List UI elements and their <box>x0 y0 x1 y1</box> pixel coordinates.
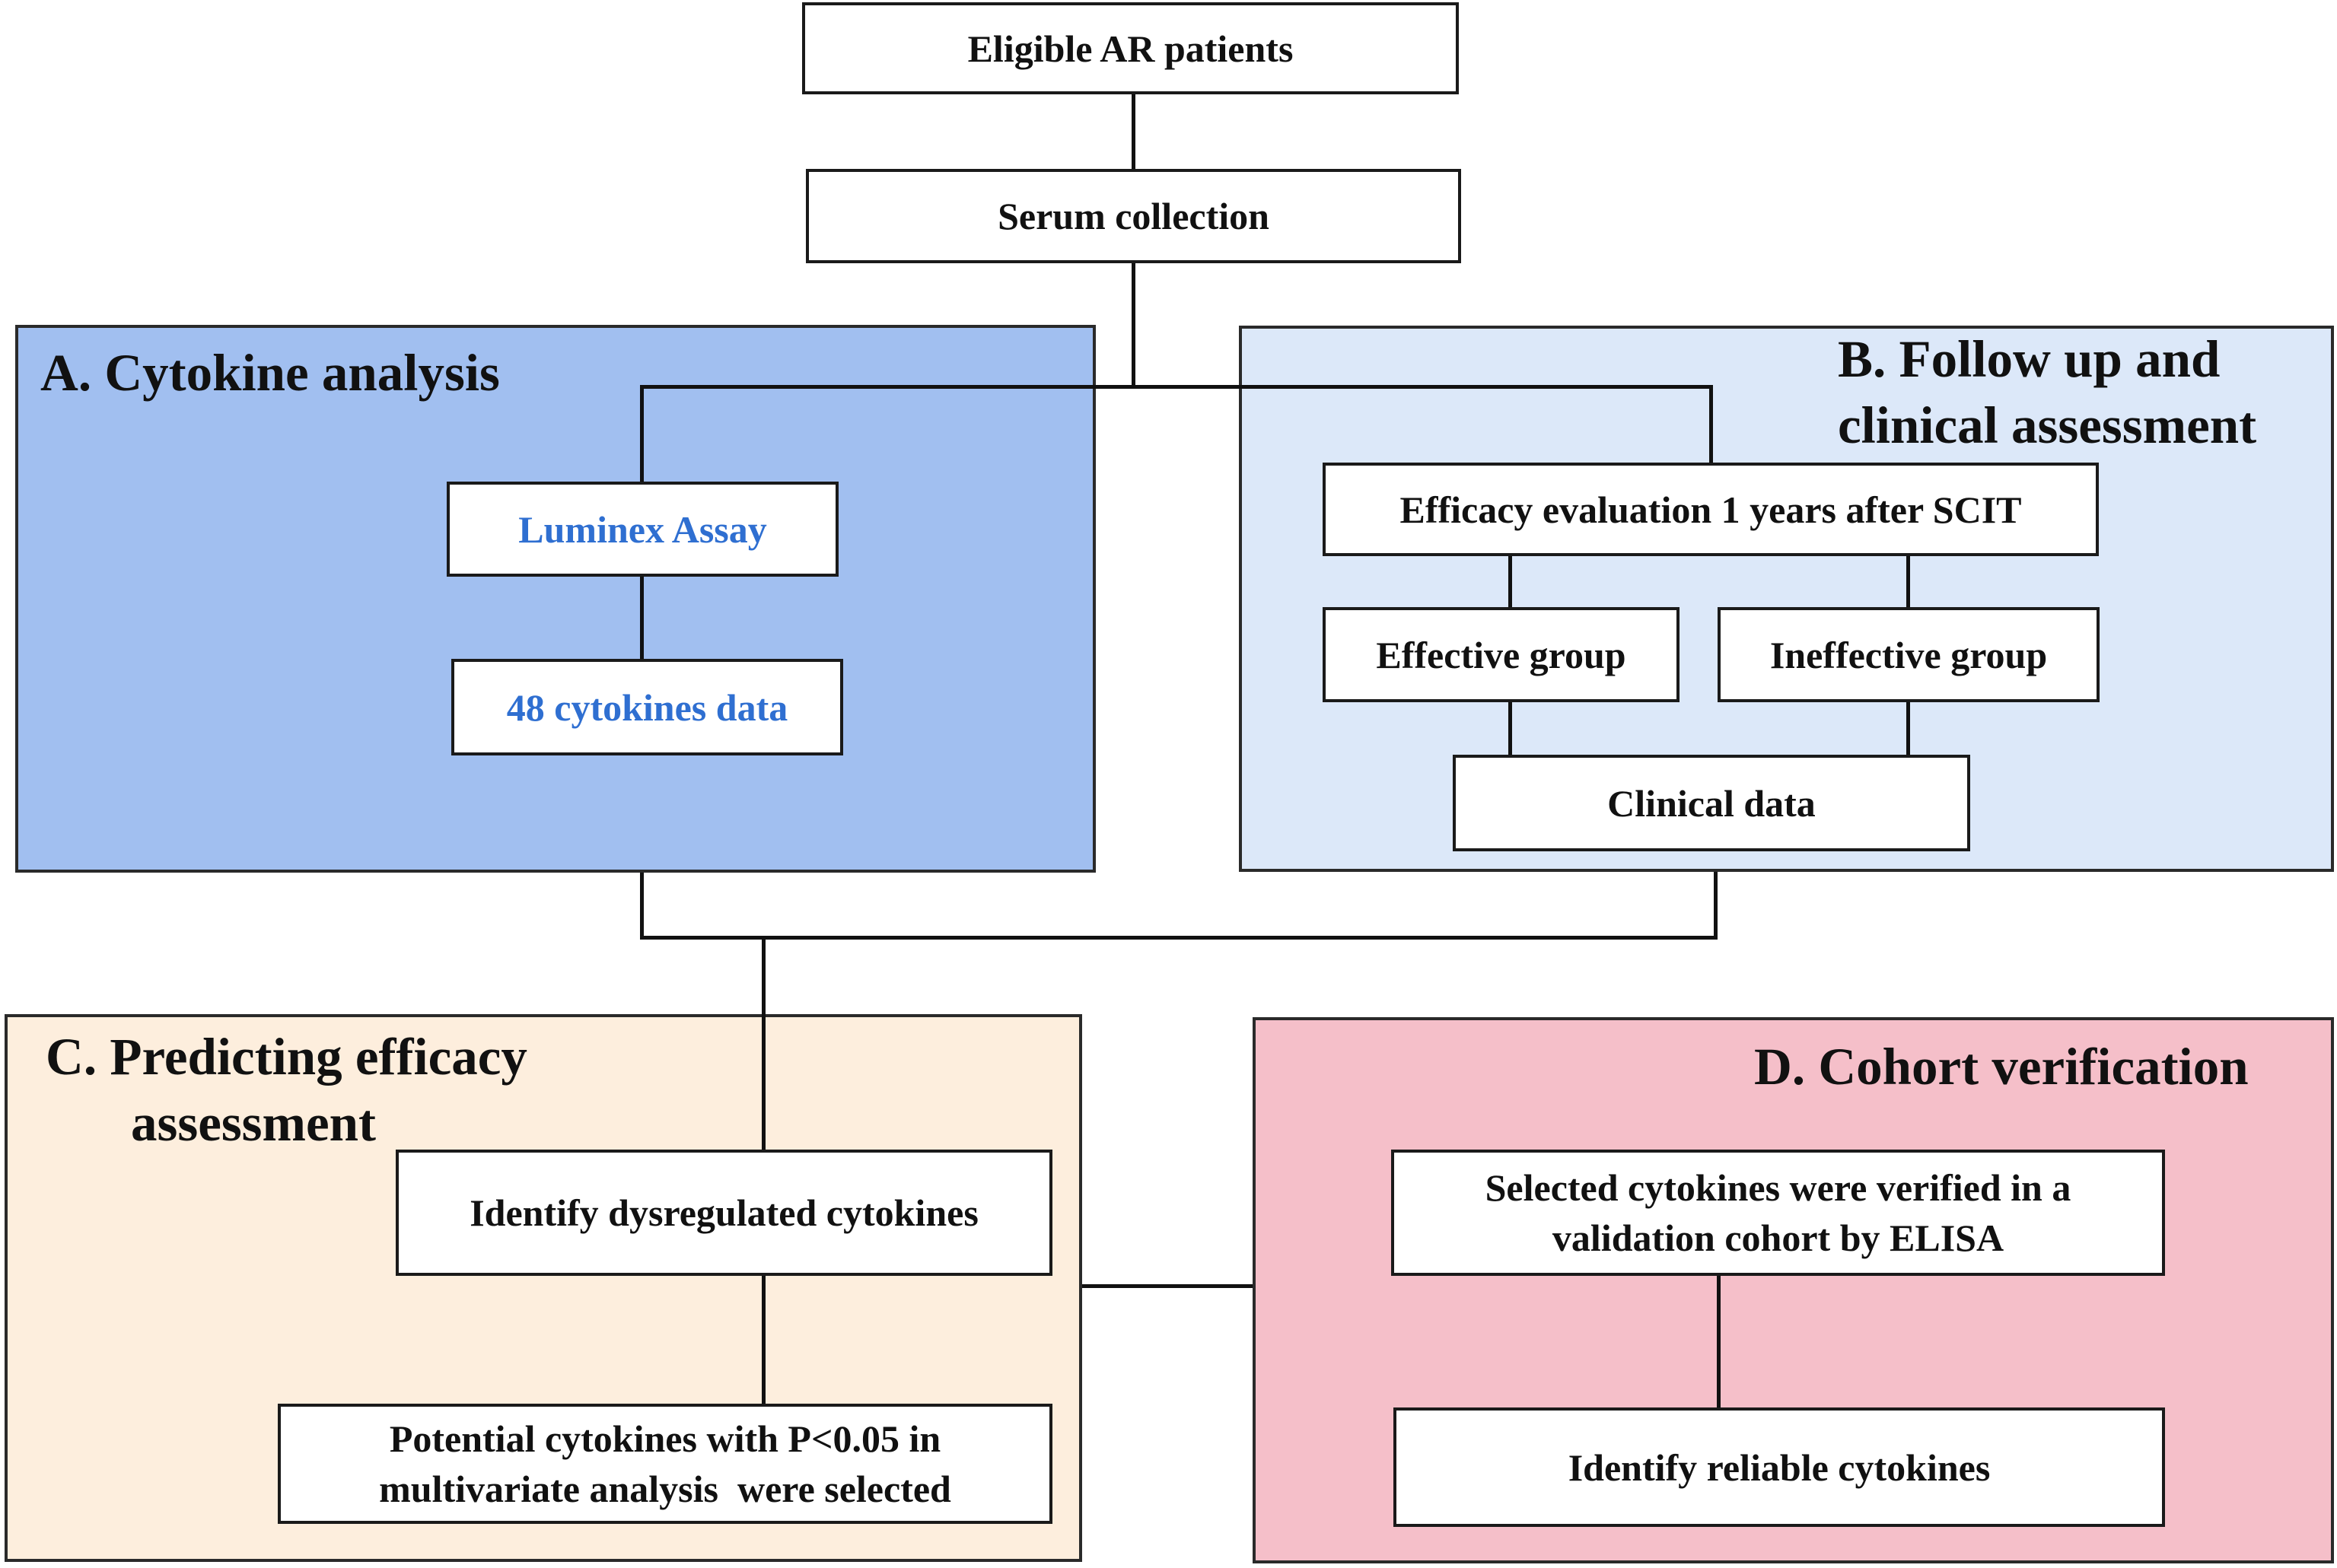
connector-luminex-48 <box>640 575 644 660</box>
efficacy-evaluation-box: Efficacy evaluation 1 years after SCIT <box>1323 463 2099 556</box>
panel-a-cytokine-analysis <box>15 325 1096 873</box>
panel-d-title: D. Cohort verification <box>1754 1038 2249 1096</box>
reliable-cytokines-label: Identify reliable cytokines <box>1568 1446 1991 1489</box>
luminex-assay-label: Luminex Assay <box>518 507 767 551</box>
eligible-patients-label: Eligible AR patients <box>967 27 1294 70</box>
connector-panel-a-down <box>640 873 644 940</box>
selected-cytokines-line2: validation cohort by ELISA <box>1552 1217 2004 1259</box>
luminex-assay-box: Luminex Assay <box>447 482 839 577</box>
ineffective-group-label: Ineffective group <box>1769 633 2048 676</box>
connector-merge-ab <box>640 936 1718 940</box>
panel-c-title-line1: C. Predicting efficacy <box>46 1028 527 1086</box>
connector-effective-clinical <box>1508 700 1512 757</box>
effective-group-label: Effective group <box>1376 633 1626 676</box>
reliable-cytokines-box: Identify reliable cytokines <box>1393 1407 2165 1527</box>
panel-a-title: A. Cytokine analysis <box>40 344 500 402</box>
connector-c-to-d <box>1082 1284 1253 1288</box>
connector-selected-reliable <box>1717 1274 1721 1409</box>
serum-collection-box: Serum collection <box>806 169 1461 263</box>
connector-top-split <box>640 385 1713 389</box>
ineffective-group-box: Ineffective group <box>1718 607 2100 702</box>
panel-b-title-line2: clinical assessment <box>1838 396 2257 454</box>
connector-to-luminex <box>640 385 644 484</box>
cytokines-48-label: 48 cytokines data <box>506 685 788 729</box>
clinical-data-label: Clinical data <box>1607 781 1816 825</box>
identify-dysregulated-box: Identify dysregulated cytokines <box>396 1150 1052 1276</box>
connector-panel-b-down <box>1714 872 1718 940</box>
serum-collection-label: Serum collection <box>998 195 1269 237</box>
connector-eligible-serum <box>1132 93 1135 170</box>
connector-identify-potential <box>762 1274 766 1406</box>
identify-dysregulated-label: Identify dysregulated cytokines <box>470 1191 979 1234</box>
clinical-data-box: Clinical data <box>1453 755 1970 851</box>
effective-group-box: Effective group <box>1323 607 1680 702</box>
potential-cytokines-line2: multivariate analysis were selected <box>379 1468 951 1510</box>
selected-cytokines-line1: Selected cytokines were verified in a <box>1485 1166 2071 1209</box>
connector-efficacy-effective <box>1508 554 1512 609</box>
cytokines-48-box: 48 cytokines data <box>451 659 843 755</box>
connector-ineffective-clinical <box>1906 700 1910 757</box>
connector-to-efficacy <box>1709 385 1713 465</box>
connector-serum-split <box>1132 261 1135 388</box>
eligible-patients-box: Eligible AR patients <box>802 2 1459 94</box>
panel-c-title-line2: assessment <box>131 1094 376 1152</box>
potential-cytokines-line1: Potential cytokines with P<0.05 in <box>389 1417 941 1460</box>
connector-efficacy-ineffective <box>1906 554 1910 609</box>
potential-cytokines-box: Potential cytokines with P<0.05 in multi… <box>278 1404 1052 1524</box>
connector-merge-to-identify <box>762 936 766 1152</box>
panel-b-title-line1: B. Follow up and <box>1838 330 2221 388</box>
selected-cytokines-box: Selected cytokines were verified in a va… <box>1391 1150 2165 1276</box>
efficacy-evaluation-label: Efficacy evaluation 1 years after SCIT <box>1399 488 2022 531</box>
